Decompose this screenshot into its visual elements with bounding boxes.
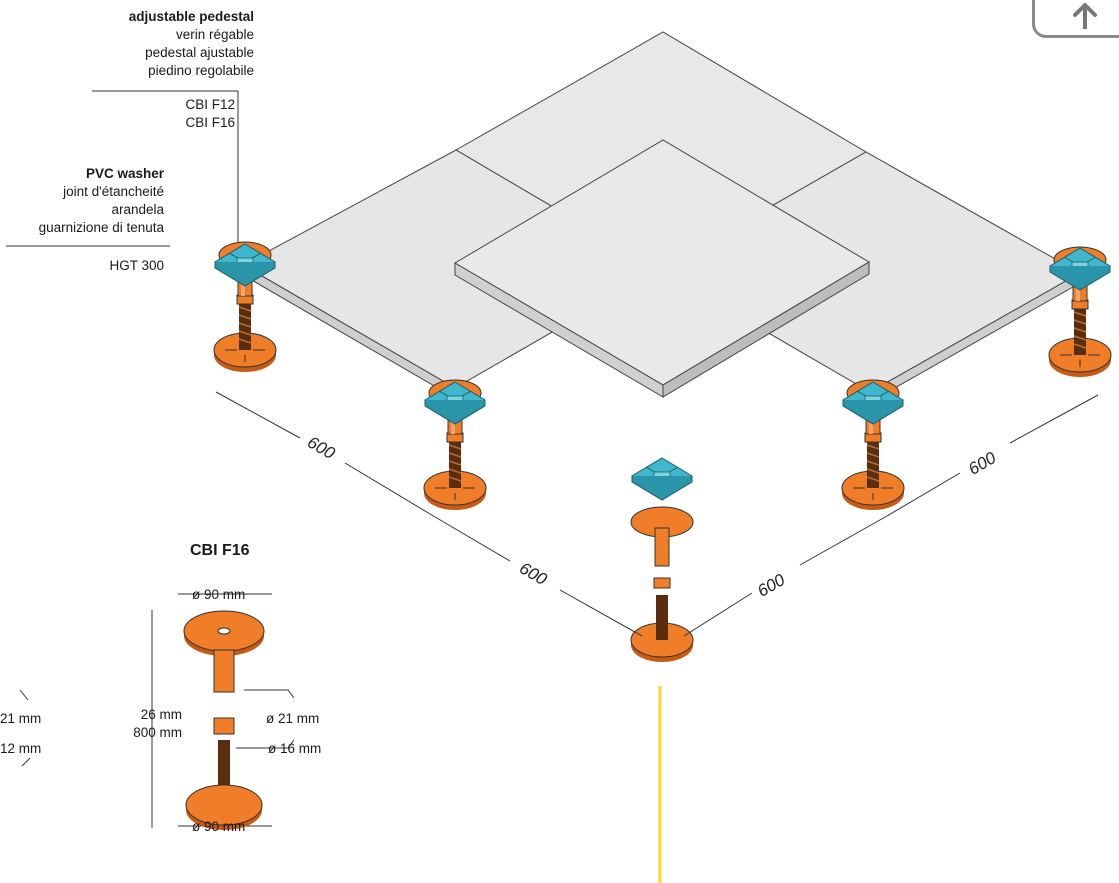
floor-tiles	[241, 31, 1082, 403]
washer-es: arandela	[111, 202, 164, 217]
scroll-up-button[interactable]	[1032, 0, 1119, 38]
pedestal-it: piedino regolabile	[148, 63, 254, 78]
pedestal-fr: verin régable	[175, 27, 254, 42]
pedestal-es: pedestal ajustable	[145, 45, 254, 60]
pedestal-title: adjustable pedestal	[128, 9, 254, 24]
detail-top-diameter: ø 90 mm	[192, 587, 246, 602]
detail-tube-diameter: ø 21 mm	[266, 711, 320, 726]
cropped-thread-diameter: 12 mm	[0, 741, 42, 756]
dim-right-lower: 600	[754, 570, 789, 601]
dim-right-upper: 600	[965, 448, 1000, 479]
washer-fr: joint d'étancheité	[63, 184, 164, 199]
dim-left-lower: 600	[516, 558, 551, 589]
pedestal-code-1: CBI F12	[185, 97, 235, 112]
detail-title: CBI F16	[190, 542, 250, 559]
washer-code: HGT 300	[109, 258, 164, 273]
arrow-up-icon	[1073, 3, 1097, 29]
dimension-lines	[215, 391, 1099, 637]
exploded-pedestal	[630, 457, 694, 662]
label-leaders	[6, 90, 239, 262]
dim-left-upper: 600	[304, 432, 339, 463]
cbi-f16-detail	[19, 593, 295, 830]
cropped-tube-diameter: 21 mm	[0, 711, 42, 726]
detail-thread-diameter: ø 16 mm	[268, 741, 322, 756]
washer-it: guarnizione di tenuta	[38, 220, 164, 235]
detail-height-min: 26 mm	[140, 707, 182, 722]
washer-title: PVC washer	[85, 166, 164, 181]
detail-bottom-diameter: ø 90 mm	[192, 819, 246, 834]
pedestal-code-2: CBI F16	[185, 115, 235, 130]
detail-height-max: 800 mm	[133, 725, 182, 740]
